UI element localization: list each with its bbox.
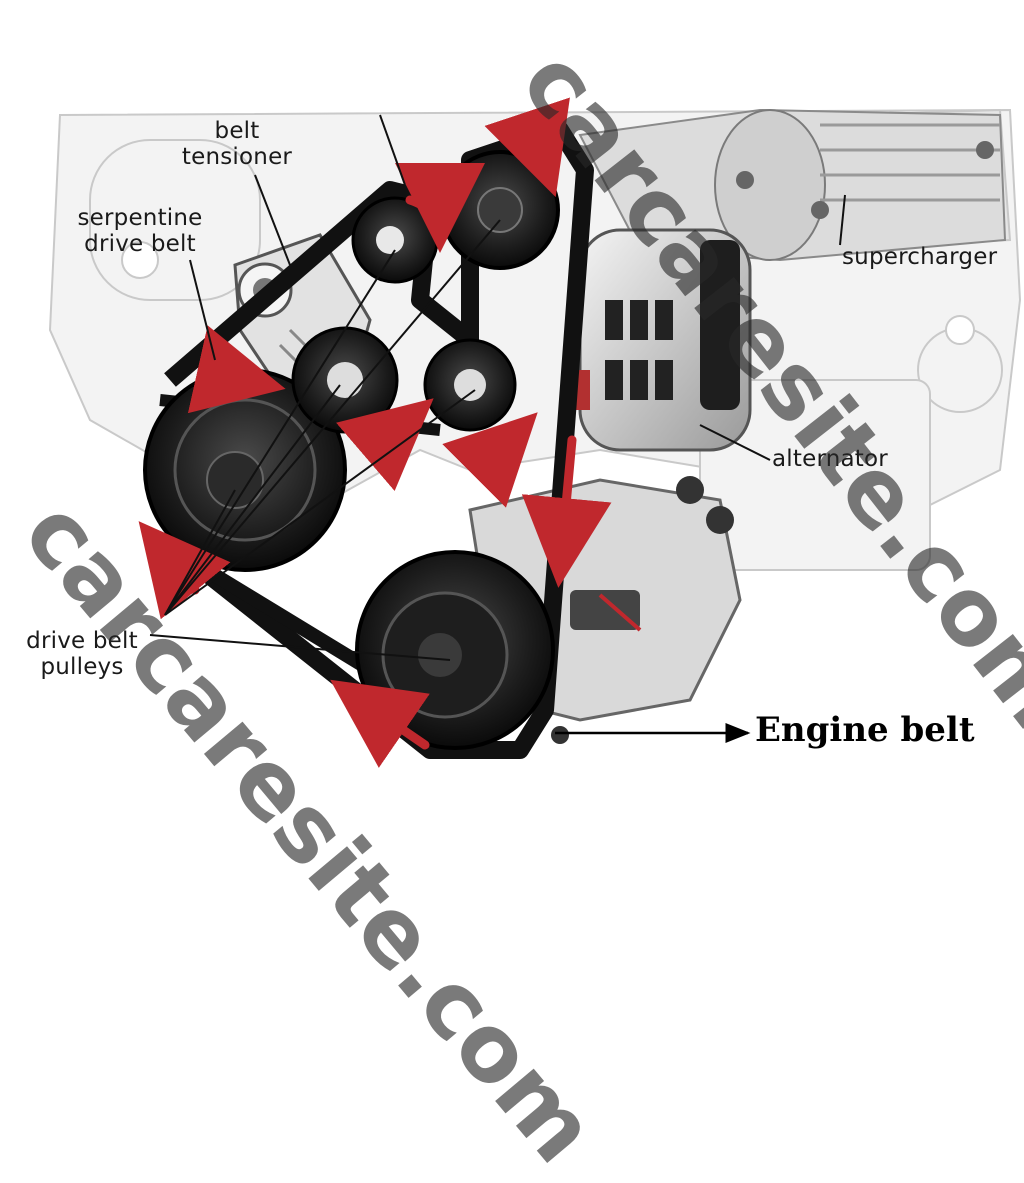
label-belt-tensioner-line1: belt [214, 118, 260, 144]
label-belt-tensioner-line2: tensioner [181, 144, 293, 170]
idler-pulley-center [423, 338, 517, 432]
label-supercharger: supercharger [842, 244, 998, 270]
engine-illustration [48, 97, 1022, 768]
label-alternator: alternator [772, 446, 888, 472]
label-serpentine-drive-belt: serpentine drive belt [60, 205, 220, 257]
engine-belt-diagram: belt tensioner serpentine drive belt sup… [3, 30, 1024, 1183]
label-belt-tensioner: belt tensioner [172, 118, 302, 170]
label-drive-belt-pulleys: drive belt pulleys [12, 628, 152, 680]
label-serpentine-line2: drive belt [84, 231, 196, 257]
leader-lines [149, 114, 846, 661]
tensioner-pulley [291, 326, 399, 434]
label-engine-belt: Engine belt [755, 710, 975, 750]
label-pulleys-line2: pulleys [40, 654, 124, 680]
belt-direction-arrows [138, 97, 612, 768]
label-serpentine-line1: serpentine [77, 205, 203, 231]
label-pulleys-line1: drive belt [26, 628, 138, 654]
alternator-unit [570, 228, 752, 452]
